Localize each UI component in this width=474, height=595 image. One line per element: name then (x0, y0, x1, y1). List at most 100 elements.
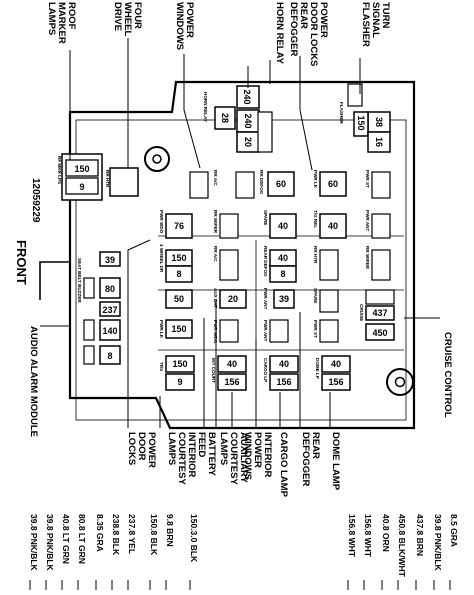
mount-hole-top (144, 146, 170, 172)
relay-label: SEAT BELT BUZZER (77, 258, 82, 303)
fuse-value: 40 (279, 359, 289, 369)
relay-row-1: 60 60 (189, 171, 391, 199)
callout-horn-relay: HORN RELAY (274, 2, 285, 64)
wire-label: 40.8 LT GRN (61, 514, 71, 564)
wire-label: 8.35 GRA (95, 514, 105, 552)
fuse-value: 437 (372, 308, 387, 318)
fuse-value: 40 (278, 253, 288, 263)
fuse-value: 16 (374, 137, 384, 147)
fuse-value: 80 (105, 284, 115, 294)
fuse-value: 50 (174, 294, 184, 304)
fuse-value: 8 (176, 269, 181, 279)
fuse-value: 8 (107, 351, 112, 361)
relay-label: SPARE (313, 288, 318, 304)
relay-label: RR A/C (213, 170, 218, 186)
relay-label: PWR ST (365, 170, 370, 188)
relay-label: HORN RELAY (203, 92, 208, 122)
wire-label: 9.8 BRN (165, 514, 175, 547)
fuse-value: 20 (243, 137, 253, 147)
leader-lines (40, 38, 440, 428)
wire-label: 450.8 BLK/WHT (397, 514, 407, 577)
relay-label: T/G REL (313, 210, 318, 228)
fuse-value: 60 (328, 179, 338, 189)
wire-label: 437.8 BRN (415, 514, 425, 557)
wire-label: 8.5 GRA (449, 514, 459, 548)
relay-label: CARGO LP (263, 358, 268, 382)
fuse-block-outline (68, 80, 416, 430)
relay-label: RF MKR LPS (57, 156, 62, 184)
wire-label: 150.3.0 BLK (189, 514, 199, 563)
callout-dome-lamp: DOME LAMP (330, 432, 341, 491)
fuse-value: 156 (328, 377, 343, 387)
fuse-value: 60 (276, 179, 286, 189)
fuse-value: 39 (105, 255, 115, 265)
fuse-value: 38 (374, 117, 384, 127)
fuse-value: 9 (79, 182, 84, 192)
fuse-value: 156 (224, 377, 239, 387)
relay-group-top: 240 28 240 20 (214, 85, 273, 153)
relay-label: PWR ANT (263, 320, 268, 341)
wire-label: 156.8 WHT (363, 514, 373, 557)
relay-group-flasher: 38 150 16 (347, 83, 391, 153)
part-number: 12059229 (30, 178, 41, 223)
fuse-value: 140 (102, 326, 117, 336)
front-label: FRONT (14, 240, 29, 285)
fuse-value: 9 (177, 377, 182, 387)
left-bracket-outline (39, 180, 71, 300)
fuse-value: 150 (172, 359, 187, 369)
relay-label: FLASHER (339, 102, 344, 124)
relay-label: DOME LP (315, 358, 320, 379)
relay-roof-marker: 150 9 (61, 153, 103, 201)
relay-label: PWR ANT (263, 288, 268, 309)
relay-label: SPARE (263, 210, 268, 226)
relay-label: 4 WHEEL DR (159, 244, 164, 273)
cruise-control-label: CRUISE CONTROL (442, 332, 453, 418)
wire-label: 156.8 WHT (347, 514, 357, 557)
relay-label: PWR WDO (159, 210, 164, 234)
relay-label: PWR ANT (365, 210, 370, 231)
fuse-value: 240 (242, 89, 252, 104)
relay-label: AUX BAT (213, 288, 218, 308)
relay-label: RR DEFOG (259, 170, 264, 195)
relay-label: REAR DEFOG (263, 246, 268, 277)
fuse-value: 39 (279, 294, 289, 304)
wire-label: 39.8 PNK/BLK (433, 514, 443, 571)
wire-label: 39.8 PNK/BLK (45, 514, 55, 571)
wire-label: 80.8 LT GRN (77, 514, 87, 564)
wire-leaders (29, 580, 451, 590)
fuse-value: 237 (102, 305, 117, 315)
wire-label: 237.8 YEL (127, 514, 137, 555)
relay-label: RR HTR (105, 170, 110, 188)
fuse-value: 40 (227, 359, 237, 369)
wire-label: 150.8 BLK (149, 514, 159, 556)
fuse-value: 150 (171, 253, 186, 263)
relay-label: RR WIPER (365, 246, 370, 270)
fuse-value: 40 (278, 221, 288, 231)
mount-hole-bottom-inner (394, 376, 406, 388)
fuse-value: 150 (74, 164, 89, 174)
relay-row-2: 76 40 40 (165, 213, 391, 239)
relay-row-3: 150 8 40 8 (165, 249, 391, 283)
relay-label: PWR LK (159, 320, 164, 339)
fuse-value: 28 (220, 113, 230, 123)
fuse-value: 40 (328, 221, 338, 231)
relay-rr-htr (109, 167, 139, 197)
relay-label: RR A/C (213, 246, 218, 262)
fuse-value: 20 (228, 294, 238, 304)
relay-label: RR HTR (313, 246, 318, 264)
relay-label: PWR LK (313, 170, 318, 189)
fuse-value: 76 (174, 221, 184, 231)
fuse-value: 40 (331, 359, 341, 369)
fuse-value: 8 (280, 269, 285, 279)
wire-label: 39.8 PNK/BLK (29, 514, 39, 571)
audio-alarm-module-label: AUDIO ALARM MODULE (28, 326, 39, 437)
relay-row-6: 150 9 40 156 40 156 40 156 (165, 355, 351, 391)
